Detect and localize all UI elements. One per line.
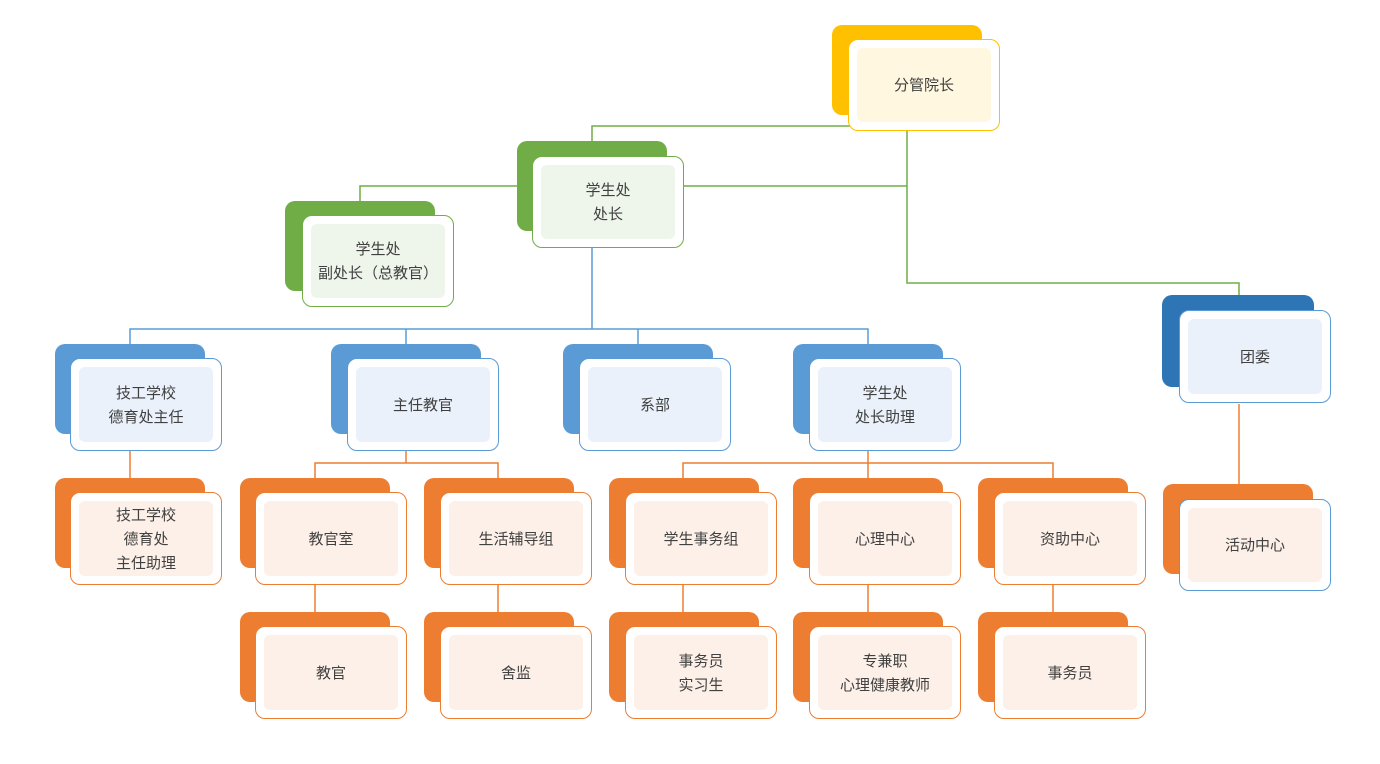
node-activity-label: 活动中心 xyxy=(1224,536,1285,554)
node-dorm-supervisor-label: 舍监 xyxy=(500,663,531,682)
connector-chief-children xyxy=(314,462,499,478)
node-clerk-intern-label: 事务员 实习生 xyxy=(678,651,724,694)
node-psych-center-label: 心理中心 xyxy=(854,529,915,548)
node-director-label: 学生处 处长 xyxy=(585,181,631,223)
node-chief-instructor-label: 主任教官 xyxy=(392,395,453,414)
node-aid-center-label: 资助中心 xyxy=(1039,529,1100,548)
node-clerk-label: 事务员 xyxy=(1047,663,1093,682)
node-psych-teacher-label: 专兼职 心理健康教师 xyxy=(839,651,930,694)
node-deputy-label: 学生处 副处长（总教官） xyxy=(317,240,438,282)
node-dean-label: 分管院长 xyxy=(893,76,954,94)
connector-level2-bus xyxy=(129,328,869,345)
node-school-head-label: 技工学校 德育处主任 xyxy=(108,383,184,426)
node-instructor-office-label: 教官室 xyxy=(308,529,354,548)
node-school-assistant-label: 技工学校 德育处 主任助理 xyxy=(115,505,176,572)
node-instructor-label: 教官 xyxy=(315,663,346,682)
node-departments-label: 系部 xyxy=(639,395,670,414)
connector-dean-league xyxy=(906,126,1240,300)
connector-director-deputy xyxy=(359,185,517,202)
node-league-label: 团委 xyxy=(1239,347,1270,366)
node-assistant-label: 学生处 处长助理 xyxy=(854,383,915,426)
node-student-affairs-label: 学生事务组 xyxy=(663,529,739,548)
node-life-guidance-label: 生活辅导组 xyxy=(478,529,554,548)
